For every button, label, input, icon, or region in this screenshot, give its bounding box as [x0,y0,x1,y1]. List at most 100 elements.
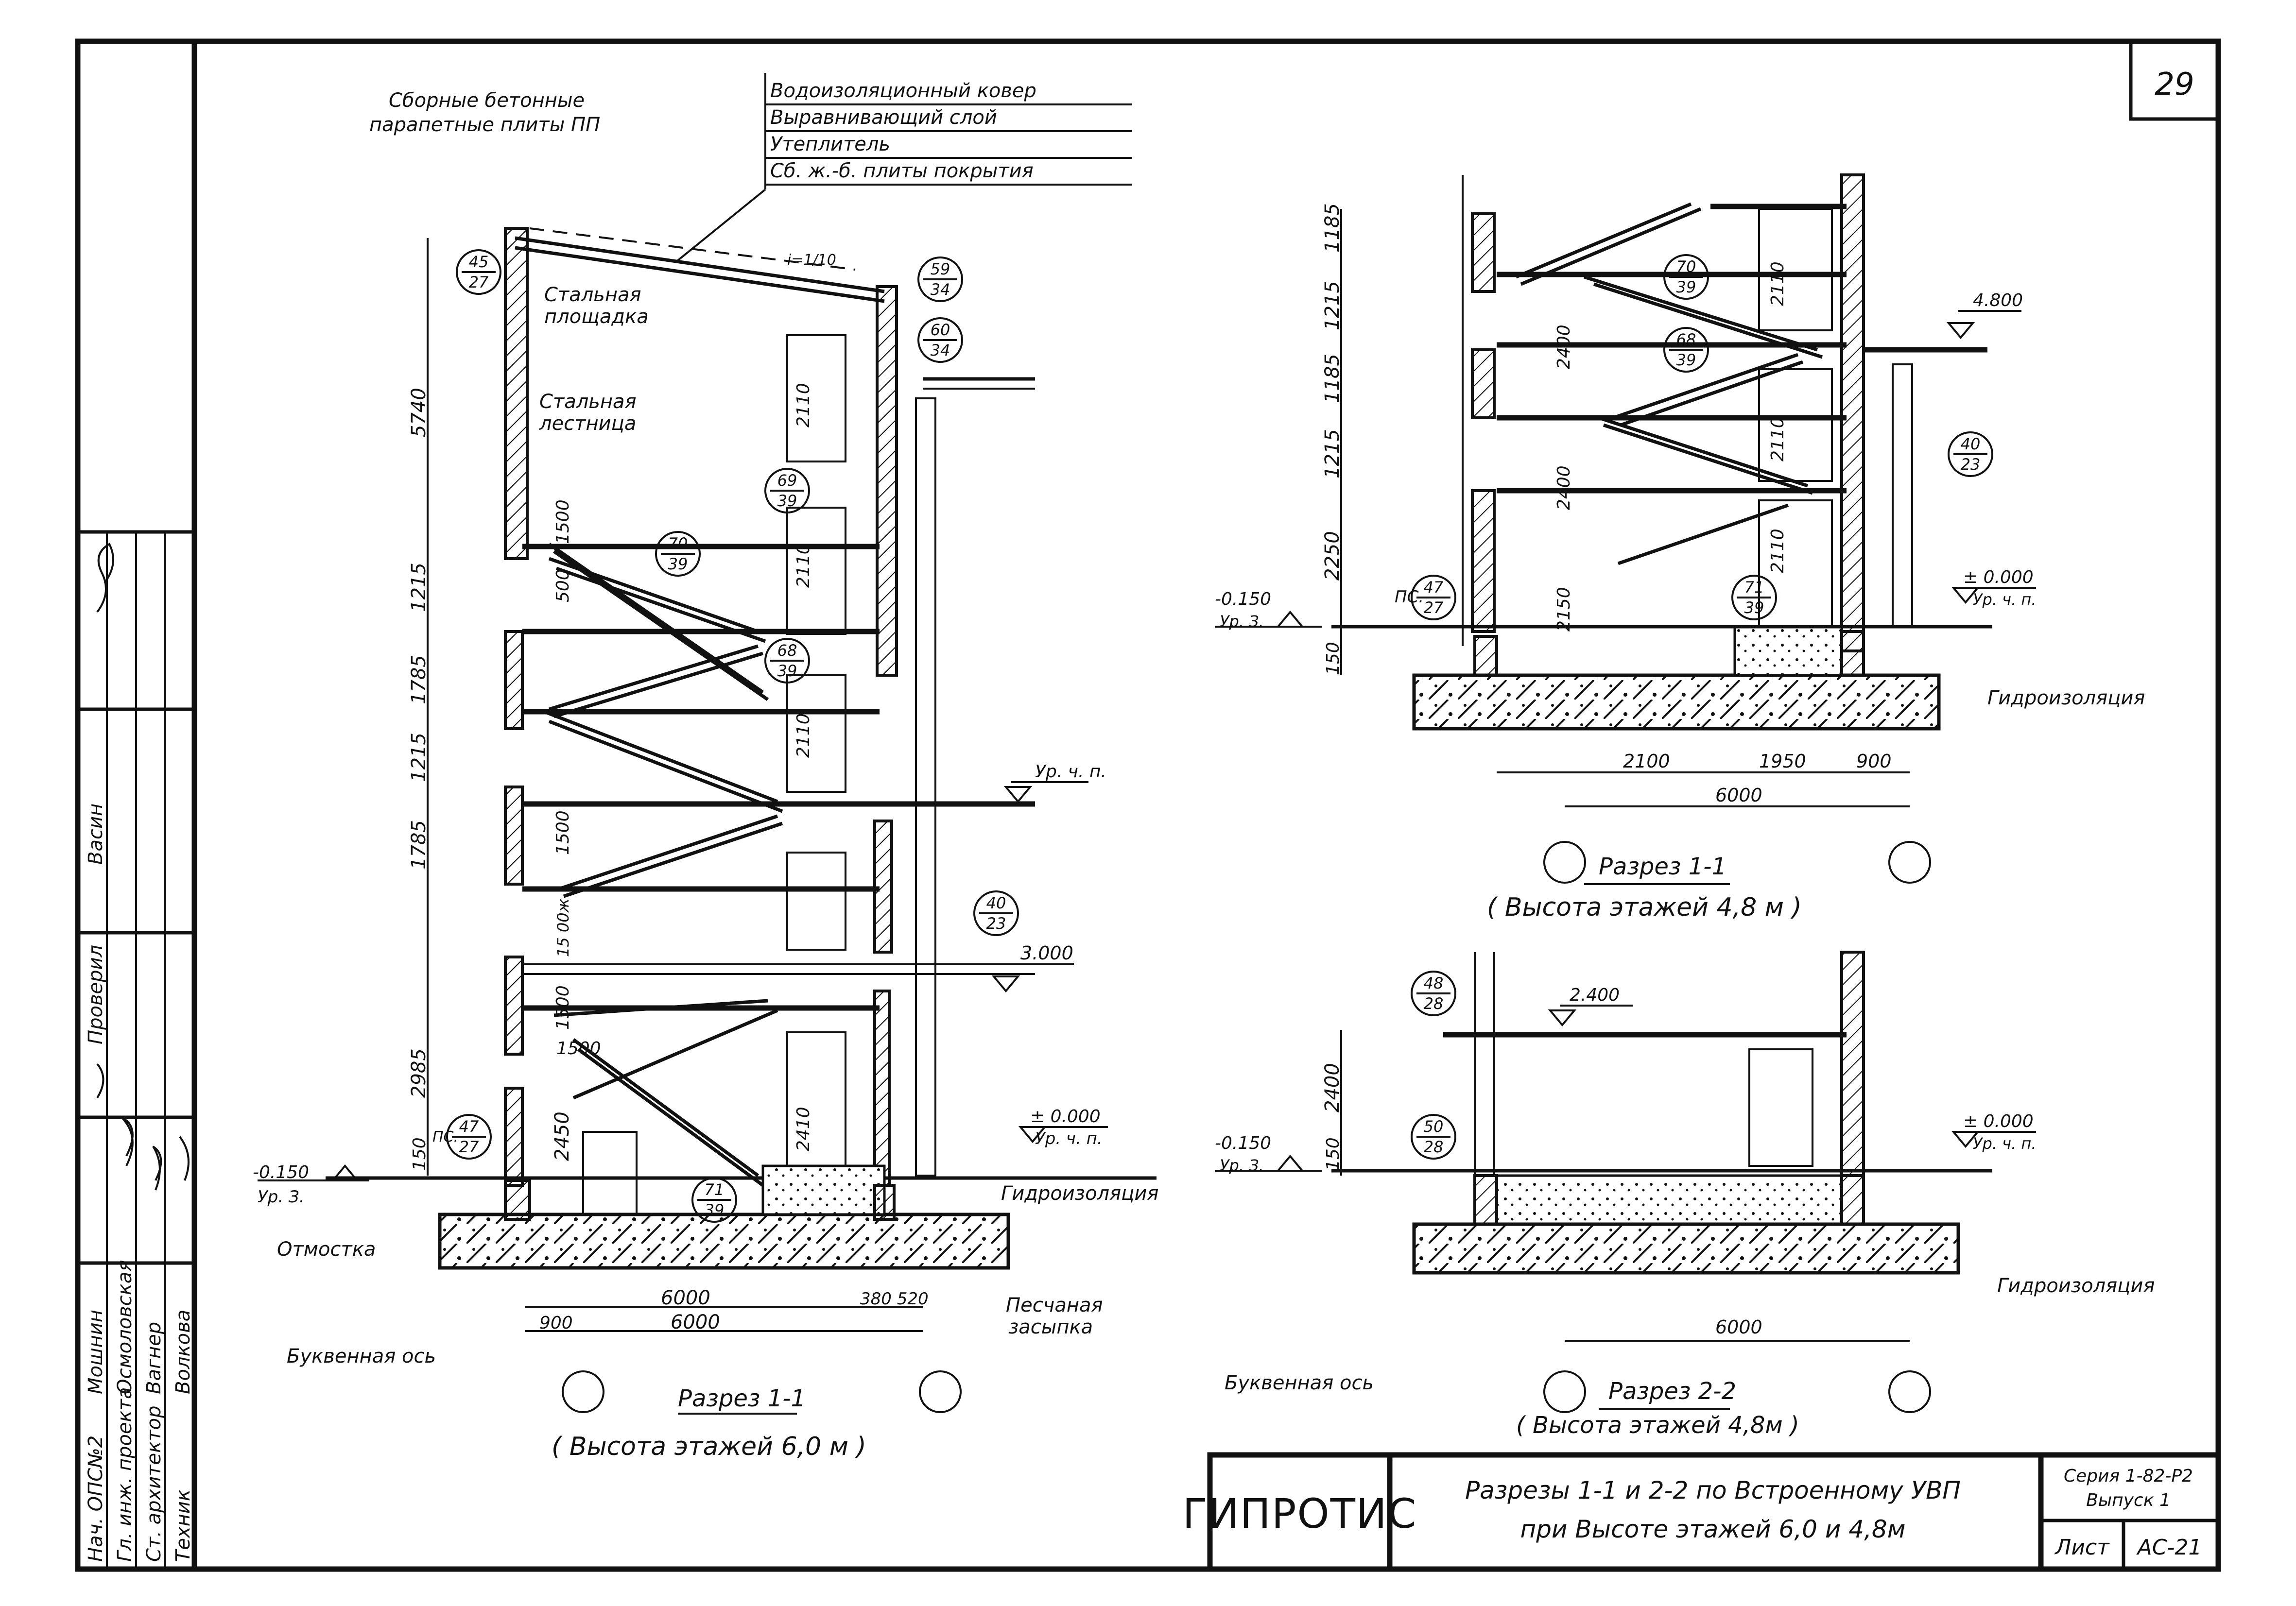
left-level-floor: Ур. ч. п. [1035,762,1106,782]
right-top-section [1331,173,1992,884]
left-ref-8-n: 71 [705,1180,725,1199]
left-ref-4-n: 70 [668,534,688,553]
stamp-sheet-label: Лист [2054,1535,2110,1560]
left-dim-in-2: 1500 [553,810,573,855]
stamp-check-header-left: Вacин [85,803,107,865]
roof-layer-0: Водоизоляционный ковер [770,80,1036,102]
rb-ref-1-d: 28 [1424,1138,1444,1156]
rt-level-m150: -0.150 [1215,589,1271,609]
left-door-h-3: 2410 [794,1107,813,1151]
steel-stair-label-2: лестница [539,412,636,435]
left-level-m150-sub: Ур. З. [258,1187,305,1207]
rt-ps-label: ПС. [1395,587,1424,607]
stamp-issue: Выпуск 1 [2086,1490,2171,1510]
rt-dim-in-0: 2400 [1554,325,1574,369]
steel-stair-label-1: Стальная [539,391,637,413]
rt-ref-3-d: 27 [1424,598,1444,617]
left-dim-in-6: 2450 [551,1111,573,1161]
stamp-name-1: Осмоловская [114,1260,136,1394]
left-flight-mark: 15 00ж [554,898,572,957]
rt-dim-v-2: 1185 [1321,354,1344,403]
left-section [326,227,1157,1413]
rb-caption: Разрез 2-2 [1608,1378,1736,1405]
rb-ref-0-n: 48 [1424,974,1444,992]
left-level-0000: ± 0.000 [1030,1107,1101,1127]
left-level-markers [258,781,1108,1181]
left-ref-2-n: 60 [931,321,950,339]
rt-ref-bubbles [1411,254,1993,620]
left-dim-v-1: 1215 [408,563,430,612]
rb-level-0000: ± 0.000 [1963,1111,2034,1131]
left-ref-6-d: 23 [986,914,1006,933]
rt-ref-2-n: 40 [1961,435,1981,453]
left-dim-in-3: 1500 [553,985,573,1030]
rt-dim-b-1: 1950 [1759,751,1806,772]
left-ref-3-n: 69 [777,471,797,490]
left-dim-v-4: 1785 [408,820,430,870]
title-block [1207,1452,2221,1572]
left-dim-in-4: 1500 [556,1039,601,1059]
rt-ref-1-d: 39 [1676,351,1696,369]
left-door-h-2: 2110 [794,713,813,758]
roof-layer-1: Выравнивающий слой [770,106,997,129]
roof-layer-3: Сб. ж.-б. плиты покрытия [770,160,1034,182]
left-door-h-1: 2110 [794,543,813,588]
rt-dim-v-1: 1215 [1321,281,1344,330]
rt-ref-4-n: 71 [1744,578,1764,597]
rb-level-m150: -0.150 [1215,1133,1271,1153]
left-ref-1-d: 34 [931,280,950,299]
stamp-role-0: Нач. ОПС№2 [85,1435,107,1562]
rt-level-4800: 4.800 [1973,290,2023,310]
left-level-m150: -0.150 [253,1162,309,1182]
left-level-0000-sub: Ур. ч. п. [1035,1129,1103,1148]
rt-dim-b-0: 2100 [1623,751,1670,772]
stamp-name-0: Мошнин [85,1310,107,1394]
left-ref-1-n: 59 [931,260,950,278]
rt-door-h-2: 2110 [1768,529,1788,573]
stamp-title-line-1: Разрезы 1-1 и 2-2 по Встроенному УВП [1465,1476,1961,1504]
left-ref-2-d: 34 [931,341,950,359]
rt-level-markers [1215,310,2036,628]
left-dim-v-3: 1215 [408,733,430,782]
sheet-frame [75,38,2221,1572]
left-dim-6000-a: 6000 [661,1287,710,1309]
roof-layer-2: Утеплитель [770,133,890,155]
side-stamp: Нач. ОПС№2 Гл. инж. проекта Ст. архитект… [78,532,194,1569]
left-caption: Разрез 1-1 [678,1385,806,1412]
stamp-company: ГИПРОТИС [1183,1490,1417,1538]
left-ref-8-d: 39 [705,1201,725,1219]
rt-dim-v-0: 1185 [1321,203,1344,253]
roof-layers-legend [674,73,1132,263]
rt-ref-0-d: 39 [1676,278,1696,296]
left-level-3000: 3.000 [1020,942,1073,964]
rt-dim-v-4: 2250 [1321,531,1344,581]
left-door-h-0: 2110 [794,383,813,427]
left-dim-in-1: 500 [553,569,573,602]
rt-dim-v-5: 150 [1323,642,1343,675]
rt-ref-3-n: 47 [1424,578,1444,597]
parapet-label-1: Сборные бетонные [389,89,585,112]
rb-dim-total: 6000 [1715,1316,1762,1338]
rt-dim-in-2: 2150 [1554,587,1574,632]
left-ref-5-d: 39 [777,662,797,680]
rb-dim-2400: 2400 [1321,1063,1344,1112]
rb-letter-axis: Буквенная ось [1225,1372,1374,1394]
left-ref-bubbles [446,249,1019,1223]
rb-level-0000-sub: Ур. ч. п. [1973,1134,2037,1153]
rb-dim-150: 150 [1323,1137,1343,1171]
stamp-role-1: Гл. инж. проекта [114,1387,136,1562]
left-sand-1: Песчаная [1006,1294,1103,1316]
left-dim-in-0: 1500 [553,499,573,544]
left-ref-0-n: 45 [469,253,489,271]
rt-dim-b-2: 900 [1856,751,1892,772]
rb-subcaption: ( Высота этажей 4,8м ) [1516,1412,1799,1439]
signature-scribble [96,543,190,1191]
left-ref-7-d: 27 [459,1138,479,1156]
left-ps-label: ПС. [432,1128,458,1145]
left-dim-v-6: 150 [410,1137,430,1171]
page-number: 29 [2155,67,2194,103]
left-ref-5-n: 68 [777,641,797,660]
rt-ref-0-n: 70 [1676,257,1696,276]
parapet-label-2: парапетные плиты ПП [369,114,600,136]
rb-waterproofing: Гидроизоляция [1997,1275,2155,1297]
